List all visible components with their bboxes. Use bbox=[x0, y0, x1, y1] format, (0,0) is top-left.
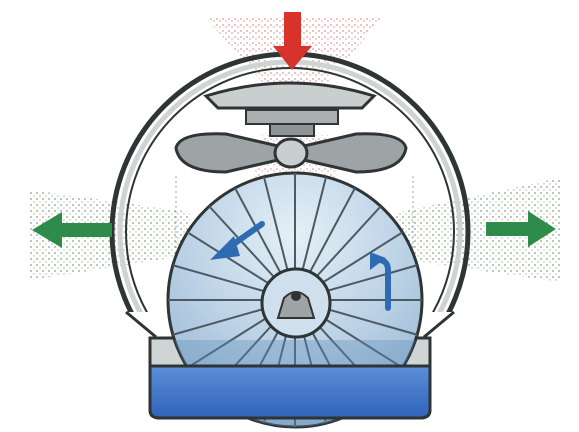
top-lid bbox=[206, 83, 374, 136]
fan-blades bbox=[176, 134, 406, 172]
water-basin bbox=[150, 366, 430, 418]
